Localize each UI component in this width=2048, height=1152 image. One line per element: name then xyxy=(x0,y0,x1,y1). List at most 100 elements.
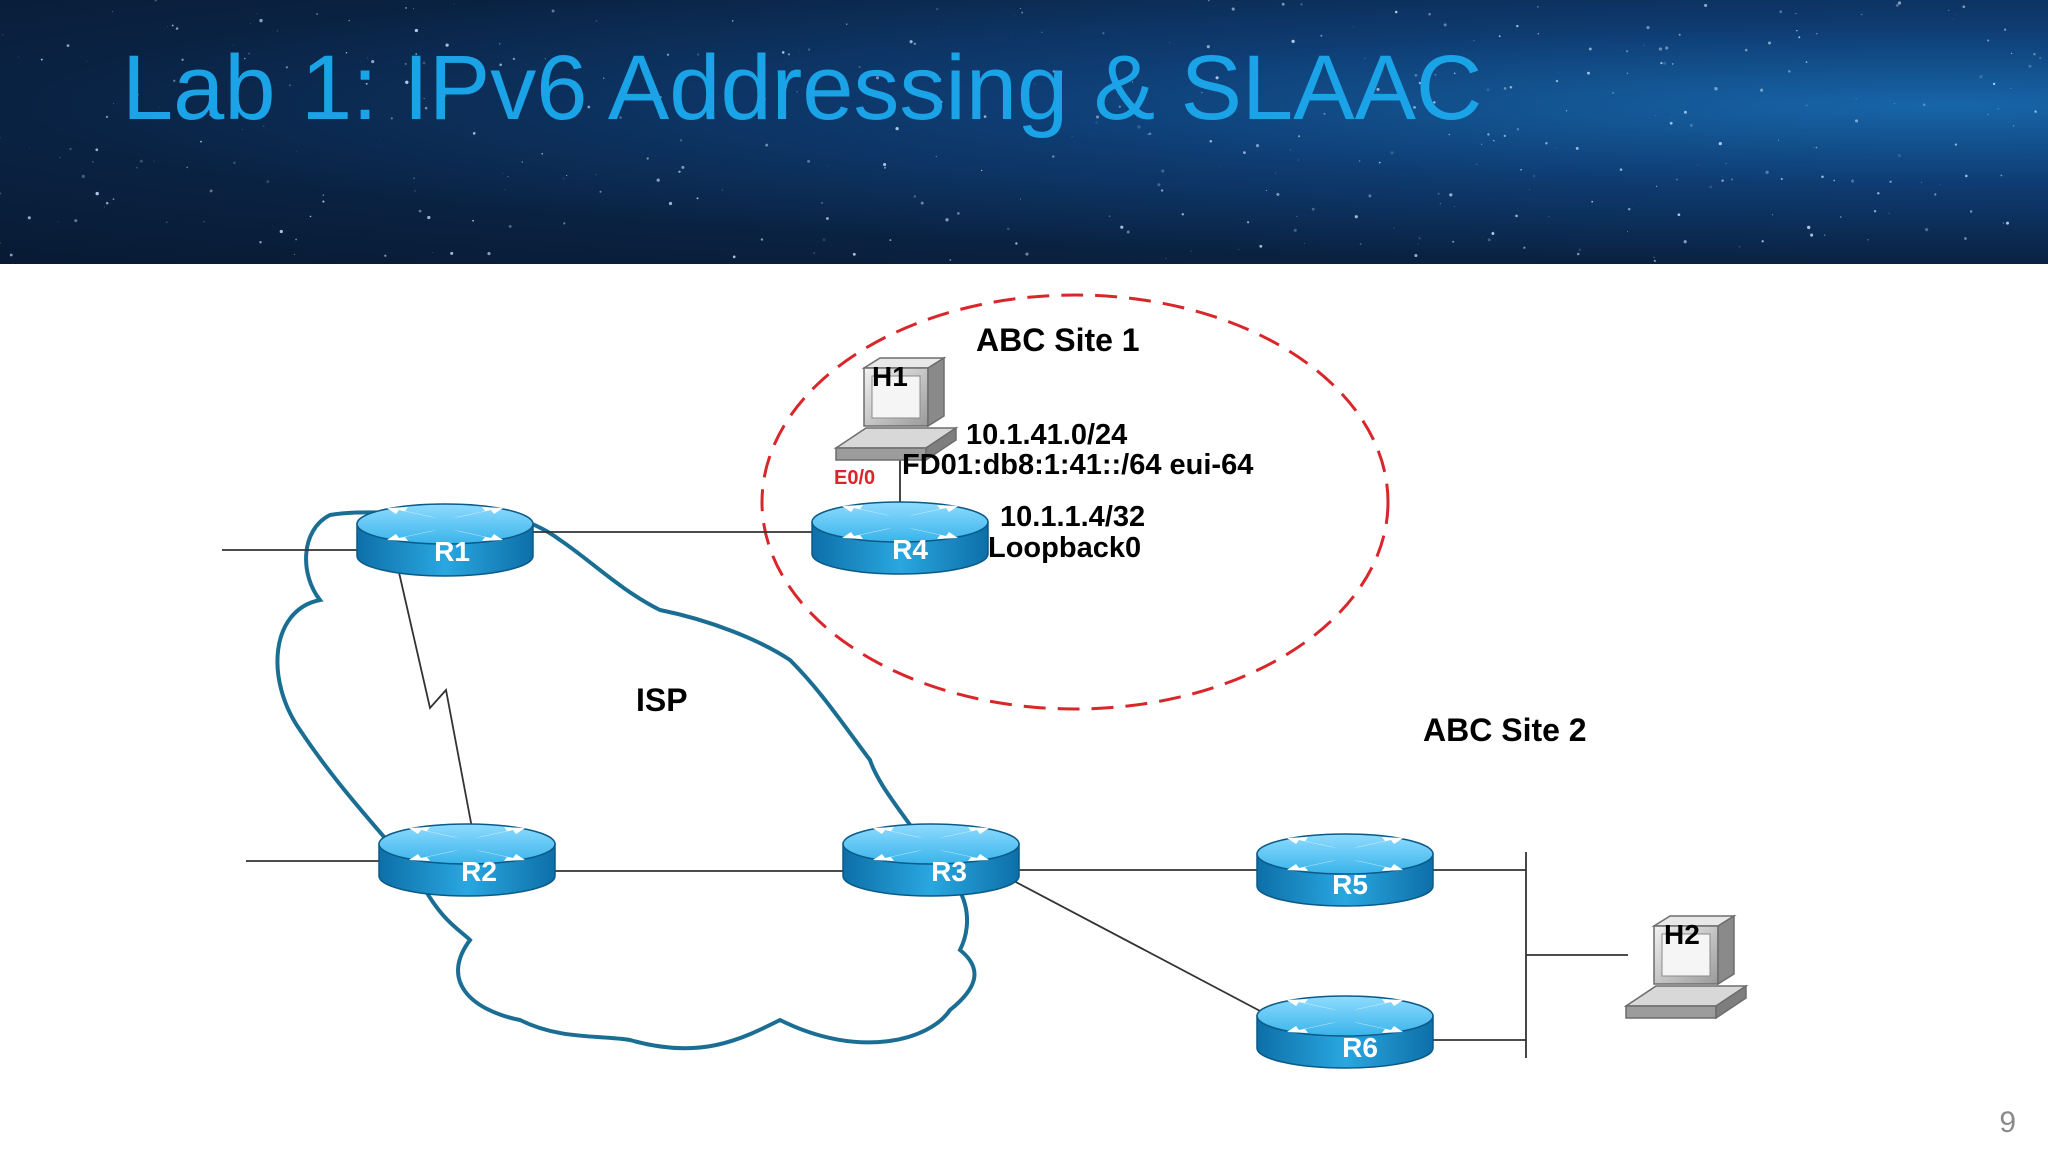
star xyxy=(1439,202,1442,205)
star xyxy=(2002,222,2004,224)
star xyxy=(781,51,785,54)
star xyxy=(1486,88,1490,92)
star xyxy=(1807,225,1811,230)
star xyxy=(365,82,368,85)
star xyxy=(1537,33,1540,35)
star xyxy=(1654,115,1656,116)
star xyxy=(587,105,591,109)
star xyxy=(9,253,13,257)
star xyxy=(1102,32,1105,35)
slide-title: Lab 1: IPv6 Addressing & SLAAC xyxy=(122,37,1483,139)
star xyxy=(232,44,235,46)
star xyxy=(1987,39,1990,42)
star xyxy=(92,161,94,163)
title-banner: Lab 1: IPv6 Addressing & SLAAC xyxy=(0,0,2048,264)
star xyxy=(1437,192,1440,195)
star xyxy=(414,190,416,192)
star xyxy=(1669,121,1673,125)
star xyxy=(1771,214,1774,216)
star xyxy=(432,252,434,253)
star xyxy=(1206,45,1210,49)
star xyxy=(883,162,887,167)
star xyxy=(2000,174,2003,177)
star xyxy=(1354,215,1358,219)
star xyxy=(1476,163,1478,165)
star xyxy=(1293,228,1297,232)
star xyxy=(1452,240,1455,243)
star xyxy=(1813,147,1815,149)
router-label: R2 xyxy=(461,856,497,887)
star xyxy=(1643,44,1645,46)
star xyxy=(18,56,19,58)
star xyxy=(472,132,476,135)
r4-loopback-ip-label: 10.1.1.4/32 xyxy=(1000,501,1145,533)
star xyxy=(909,40,913,44)
star xyxy=(1992,82,1996,86)
star xyxy=(1893,103,1896,105)
star xyxy=(787,53,791,56)
star xyxy=(1653,259,1657,263)
star xyxy=(563,222,566,225)
star xyxy=(1697,164,1699,166)
star xyxy=(1259,244,1263,248)
star xyxy=(1120,225,1124,229)
star xyxy=(678,170,681,173)
star xyxy=(732,255,736,259)
star xyxy=(1795,12,1797,15)
star xyxy=(139,159,143,163)
star xyxy=(1565,110,1568,112)
star xyxy=(105,115,109,118)
star xyxy=(1368,194,1372,198)
star xyxy=(405,80,409,84)
star xyxy=(1025,252,1029,256)
star xyxy=(209,79,213,83)
site1-label: ABC Site 1 xyxy=(976,322,1140,358)
star xyxy=(415,53,418,55)
star xyxy=(1854,119,1859,123)
star xyxy=(1796,29,1798,32)
star xyxy=(1663,61,1667,65)
star xyxy=(1683,240,1687,244)
star xyxy=(1578,248,1581,251)
star xyxy=(1855,97,1858,100)
star xyxy=(1052,155,1055,158)
star xyxy=(1768,41,1771,45)
star xyxy=(1850,179,1855,183)
star xyxy=(1537,6,1539,8)
star xyxy=(799,51,800,52)
isp-cloud-outline xyxy=(275,508,977,1051)
star xyxy=(1948,9,1950,11)
star xyxy=(256,13,258,15)
star xyxy=(1954,143,1958,146)
star xyxy=(113,103,115,105)
star xyxy=(756,82,758,85)
star xyxy=(1840,216,1842,218)
star xyxy=(2005,221,2010,225)
star xyxy=(566,174,568,176)
star xyxy=(1806,104,1808,106)
star xyxy=(1095,115,1100,119)
star xyxy=(1289,148,1292,151)
star xyxy=(40,58,43,61)
star xyxy=(1473,40,1475,42)
star xyxy=(796,90,799,93)
star xyxy=(1487,133,1490,136)
star xyxy=(724,90,726,92)
star xyxy=(1414,74,1418,77)
host-h2: H2 xyxy=(1625,915,1747,1019)
star xyxy=(1108,215,1111,218)
star xyxy=(414,28,419,33)
star xyxy=(981,169,983,172)
host-h1: H1 xyxy=(835,357,957,461)
star xyxy=(236,111,238,113)
star xyxy=(595,20,598,22)
star xyxy=(0,192,2,195)
star xyxy=(1888,212,1890,214)
star xyxy=(1231,7,1235,11)
star xyxy=(1015,242,1018,245)
star xyxy=(659,96,662,99)
star xyxy=(1071,135,1073,138)
star xyxy=(478,64,481,67)
star xyxy=(173,79,176,82)
star xyxy=(1384,52,1386,54)
